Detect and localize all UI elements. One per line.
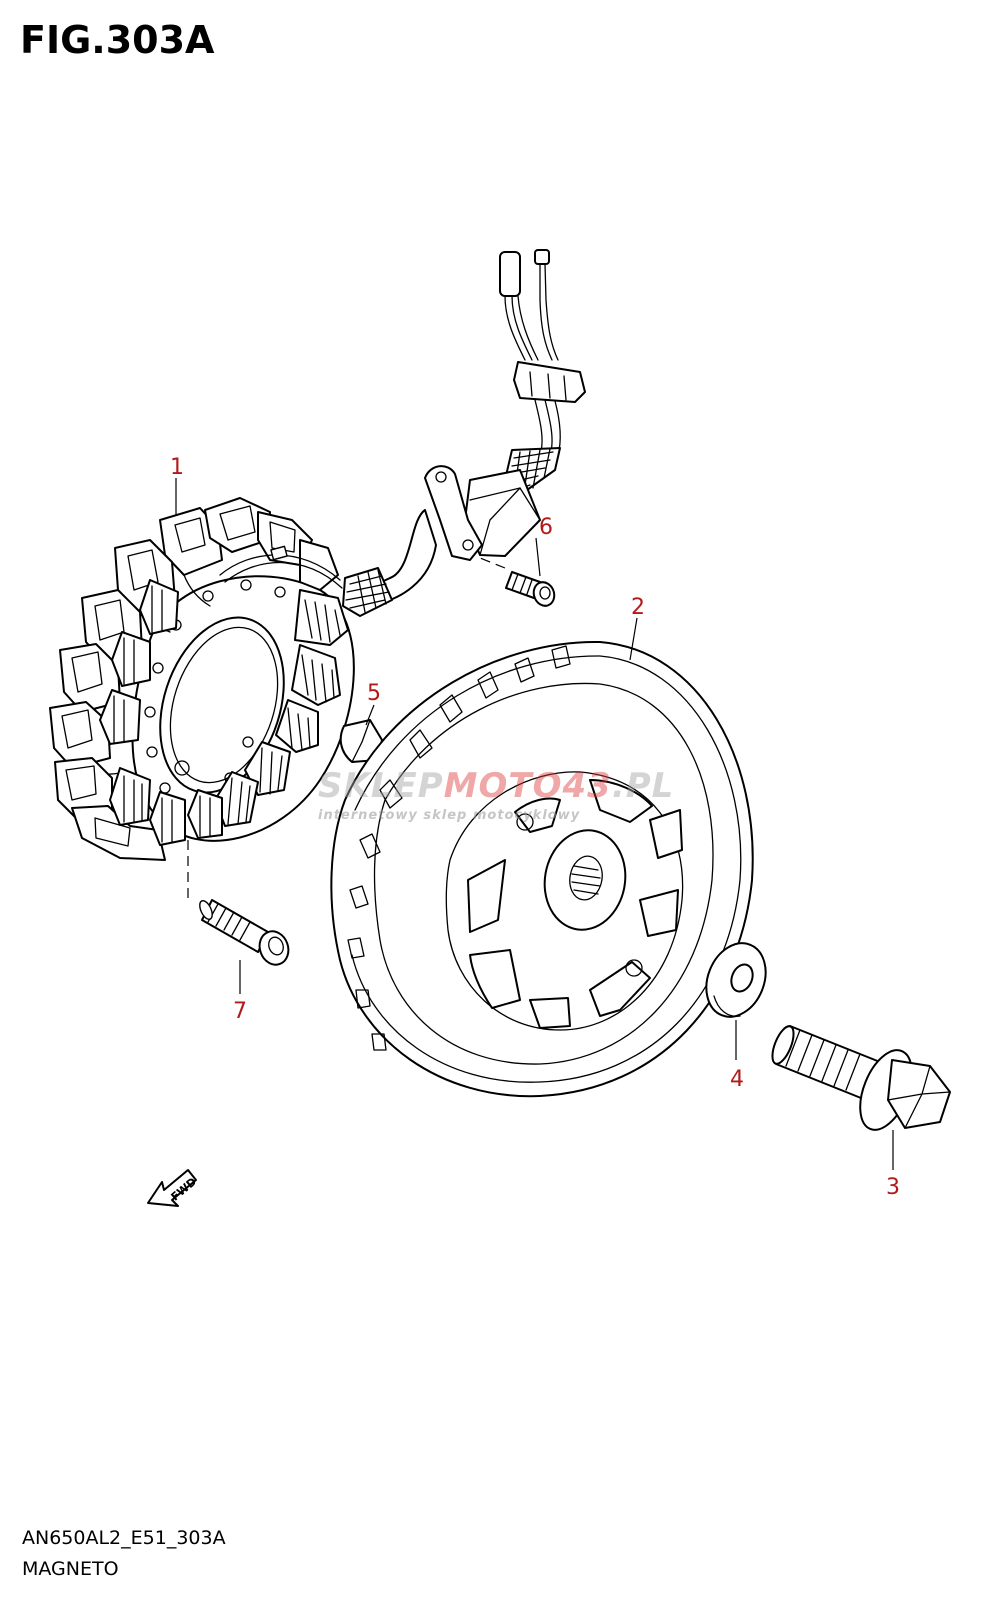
fwd-arrow-icon: FWD bbox=[147, 1169, 199, 1207]
leader-lines bbox=[175, 478, 894, 1170]
part-number-6: 6 bbox=[539, 515, 553, 540]
wire-harness bbox=[342, 249, 586, 617]
clamp-bolt bbox=[505, 571, 556, 607]
stator-bolt bbox=[199, 899, 290, 966]
rotor-bolt bbox=[771, 1025, 951, 1131]
stator-poles bbox=[49, 497, 349, 861]
part-number-3: 3 bbox=[886, 1175, 900, 1200]
watermark-logo: SKLEPMOTO43.PL bbox=[318, 766, 675, 806]
figure-code: AN650AL2_E51_303A bbox=[22, 1527, 226, 1549]
part-number-1: 1 bbox=[170, 455, 184, 480]
stator bbox=[49, 497, 355, 861]
part-number-5: 5 bbox=[367, 681, 381, 706]
washer bbox=[705, 942, 767, 1018]
part-number-2: 2 bbox=[631, 595, 645, 620]
stator-windings bbox=[99, 579, 349, 846]
watermark-tagline: internetowy sklep motocyklowy bbox=[318, 808, 581, 823]
part-number-4: 4 bbox=[730, 1067, 744, 1092]
part-numbers: 1 2 3 4 5 6 7 bbox=[170, 455, 900, 1200]
figure-title: FIG.303A bbox=[20, 18, 215, 62]
rotor bbox=[330, 640, 754, 1098]
part-number-7: 7 bbox=[233, 999, 247, 1024]
figure-name: MAGNETO bbox=[22, 1558, 119, 1580]
